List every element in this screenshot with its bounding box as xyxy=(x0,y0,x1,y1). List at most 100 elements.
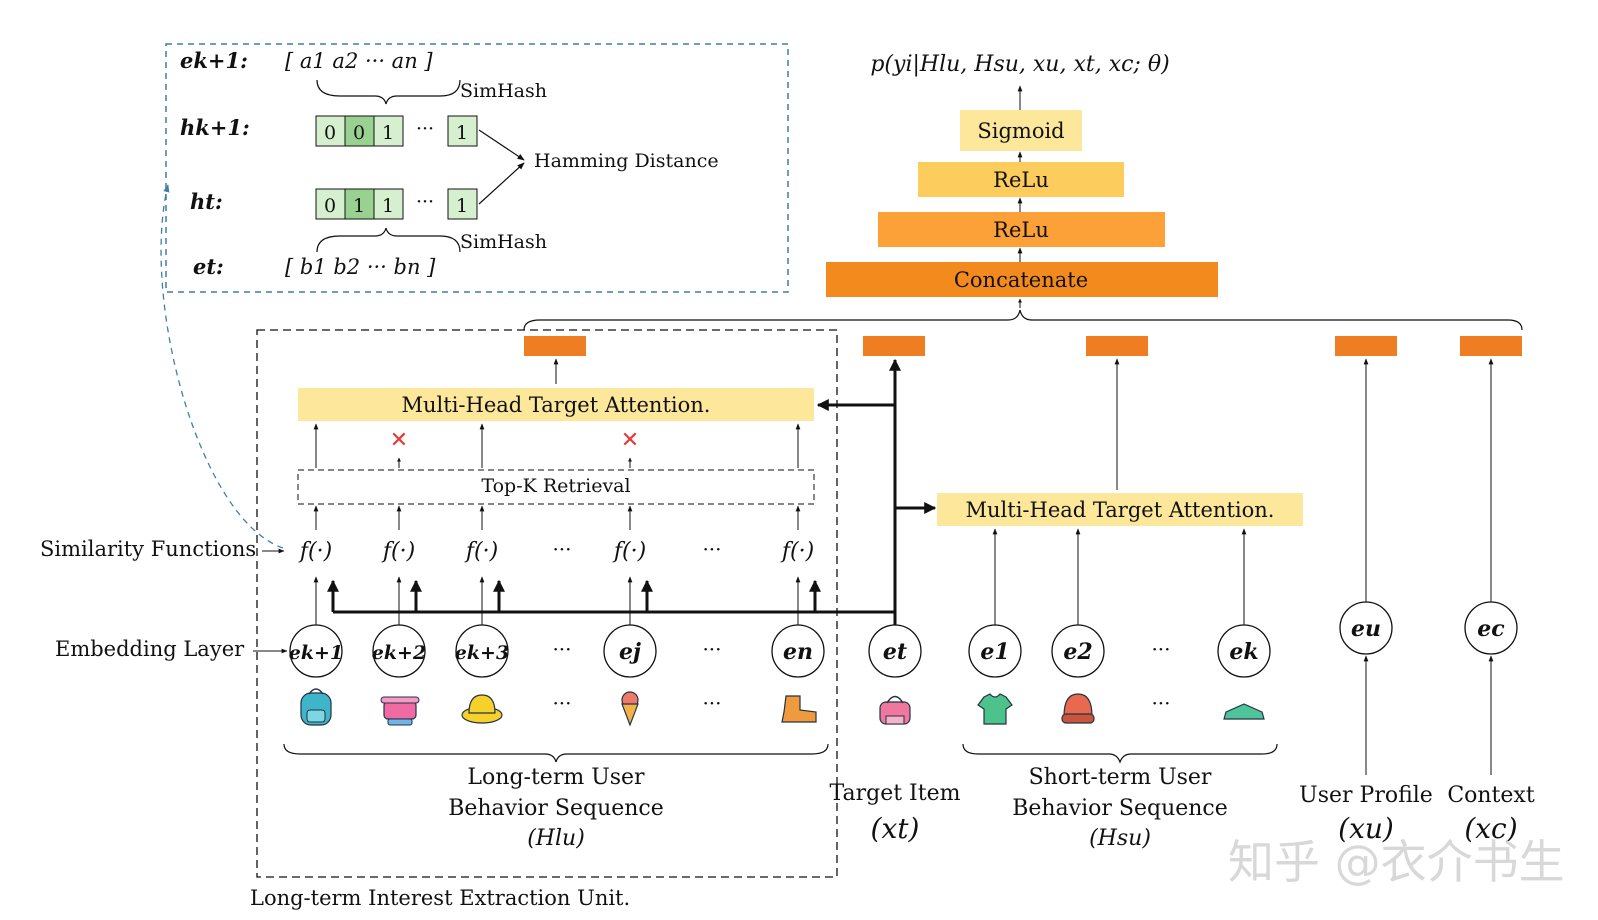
handbag-icon xyxy=(879,695,911,725)
lt-embedding-node-5-label: ej xyxy=(619,639,641,665)
st-embedding-node-1-label: e1 xyxy=(980,639,1009,665)
short-term-caption-line3: (Hsu) xyxy=(1089,826,1151,851)
short-term-unit: Multi-Head Target Attention. e1 e2 ··· e… xyxy=(937,358,1303,851)
short-term-caption-line2: Behavior Sequence xyxy=(1012,796,1228,821)
embedding-layer-label: Embedding Layer xyxy=(55,637,245,661)
hamming-distance-label: Hamming Distance xyxy=(534,150,719,172)
st-embedding-node-k xyxy=(1217,624,1271,678)
ht-bit-1 xyxy=(344,188,375,220)
hk1-bit-last xyxy=(447,115,478,147)
ht-bit-2 xyxy=(373,188,404,220)
st-embedding-node-2-label: e2 xyxy=(1063,639,1092,665)
hk1-bit-0-value: 0 xyxy=(324,122,336,144)
short-term-brace xyxy=(962,743,1278,764)
sigmoid-label: Sigmoid xyxy=(977,119,1064,143)
watermark: 知乎 @衣介书生 xyxy=(1228,835,1565,889)
concatenate-label: Concatenate xyxy=(954,268,1088,292)
long-term-caption-line2: Behavior Sequence xyxy=(448,796,664,821)
f-node-2: f(·) xyxy=(381,539,415,564)
st-item-ellipsis: ··· xyxy=(1151,691,1170,715)
target-vector xyxy=(863,336,925,356)
hk1-bit-0 xyxy=(315,115,346,147)
hk1-bit-ellipsis: ··· xyxy=(416,118,434,140)
simhash-panel: ek+1: [ a1 a2 ··· an ] SimHash hk+1: 0 0… xyxy=(165,43,789,293)
user-profile-caption-line2: (xu) xyxy=(1338,812,1394,845)
user-profile-embedding-label: eu xyxy=(1351,616,1381,642)
cap-icon xyxy=(1061,693,1095,724)
hamming-arrow-bottom xyxy=(478,162,525,205)
concat-input-brace xyxy=(523,309,1523,331)
st-embedding-ellipsis: ··· xyxy=(1151,637,1170,661)
hk1-bit-vector: 0 0 1 ··· 1 xyxy=(315,115,478,147)
target-embedding-label: et xyxy=(883,639,907,665)
user-profile-column: eu User Profile (xu) xyxy=(1299,358,1433,845)
topk-retrieval-block xyxy=(297,469,815,505)
context-vector xyxy=(1460,336,1522,356)
target-embedding-node xyxy=(868,624,922,678)
simhash-top-brace xyxy=(316,79,461,105)
long-term-caption-line1: Long-term User xyxy=(467,765,645,790)
backpack-icon xyxy=(300,688,332,726)
sun-hat-icon xyxy=(461,694,503,724)
st-embedding-node-k-label: ek xyxy=(1229,639,1258,665)
relu-bottom-label: ReLu xyxy=(993,218,1049,242)
ht-bit-0-value: 0 xyxy=(324,195,336,217)
ek1-vector: [ a1 a2 ··· an ] xyxy=(285,49,433,73)
target-item-column: et Target Item (xt) xyxy=(816,358,961,845)
lt-embedding-node-3 xyxy=(455,624,509,678)
relu-top-label: ReLu xyxy=(993,168,1049,192)
dropped-cross-icon: ✕ xyxy=(621,428,639,453)
topk-retrieval-label: Top-K Retrieval xyxy=(481,475,630,497)
target-caption-line2: (xt) xyxy=(871,812,920,845)
context-column: ec Context (xc) xyxy=(1447,358,1535,845)
dropped-cross-icon: ✕ xyxy=(390,428,408,453)
ht-bit-last-value: 1 xyxy=(456,195,468,217)
long-term-unit-border xyxy=(256,329,838,878)
t-shirt-icon xyxy=(977,693,1013,725)
long-term-mhta-block xyxy=(298,388,814,421)
ek1-label: ek+1: xyxy=(180,48,248,73)
f-node-5: f(·) xyxy=(612,539,646,564)
boot-icon xyxy=(781,695,817,723)
hk1-bit-2-value: 1 xyxy=(382,122,394,144)
short-term-mhta-label: Multi-Head Target Attention. xyxy=(966,498,1275,522)
long-term-caption-line3: (Hlu) xyxy=(527,826,585,851)
lt-embedding-node-2-label: ek+2 xyxy=(372,642,426,664)
lt-embedding-ellipsis: ··· xyxy=(702,637,721,661)
hk1-bit-1-value: 0 xyxy=(353,122,365,144)
ht-bit-last xyxy=(447,188,478,220)
f-node-ellipsis: ··· xyxy=(702,537,721,561)
short-term-caption-line1: Short-term User xyxy=(1029,765,1212,790)
f-node-7: f(·) xyxy=(780,539,814,564)
hamming-arrow-top xyxy=(478,129,525,161)
ice-cream-icon xyxy=(621,691,639,727)
long-term-brace xyxy=(283,743,829,763)
hk1-bit-last-value: 1 xyxy=(456,122,468,144)
simhash-bottom-label: SimHash xyxy=(460,231,547,253)
concatenate-layer xyxy=(826,262,1218,297)
ht-bit-1-value: 1 xyxy=(353,195,365,217)
context-caption-line2: (xc) xyxy=(1464,812,1517,845)
et-label: et: xyxy=(193,254,224,279)
lt-embedding-node-2 xyxy=(372,624,426,678)
sigmoid-layer xyxy=(960,110,1082,151)
sneaker-icon xyxy=(1223,703,1265,720)
simhash-top-label: SimHash xyxy=(460,80,547,102)
lt-item-ellipsis: ··· xyxy=(552,691,571,715)
target-caption-line1: Target Item xyxy=(830,781,961,806)
ht-label: ht: xyxy=(190,189,223,214)
long-term-mhta-label: Multi-Head Target Attention. xyxy=(402,393,711,417)
ht-bit-2-value: 1 xyxy=(382,195,394,217)
context-embedding-label: ec xyxy=(1477,616,1505,642)
lt-item-ellipsis: ··· xyxy=(702,691,721,715)
st-embedding-node-1 xyxy=(968,624,1022,678)
st-embedding-node-2 xyxy=(1051,624,1105,678)
lt-embedding-node-7 xyxy=(771,624,825,678)
et-vector: [ b1 b2 ··· bn ] xyxy=(285,255,436,279)
f-node-ellipsis: ··· xyxy=(552,537,571,561)
long-term-unit: Multi-Head Target Attention. Top-K Retri… xyxy=(40,329,895,910)
user-profile-caption-line1: User Profile xyxy=(1299,783,1433,808)
context-caption-line1: Context xyxy=(1447,783,1535,808)
lt-embedding-ellipsis: ··· xyxy=(552,637,571,661)
context-embedding-node xyxy=(1464,601,1518,655)
